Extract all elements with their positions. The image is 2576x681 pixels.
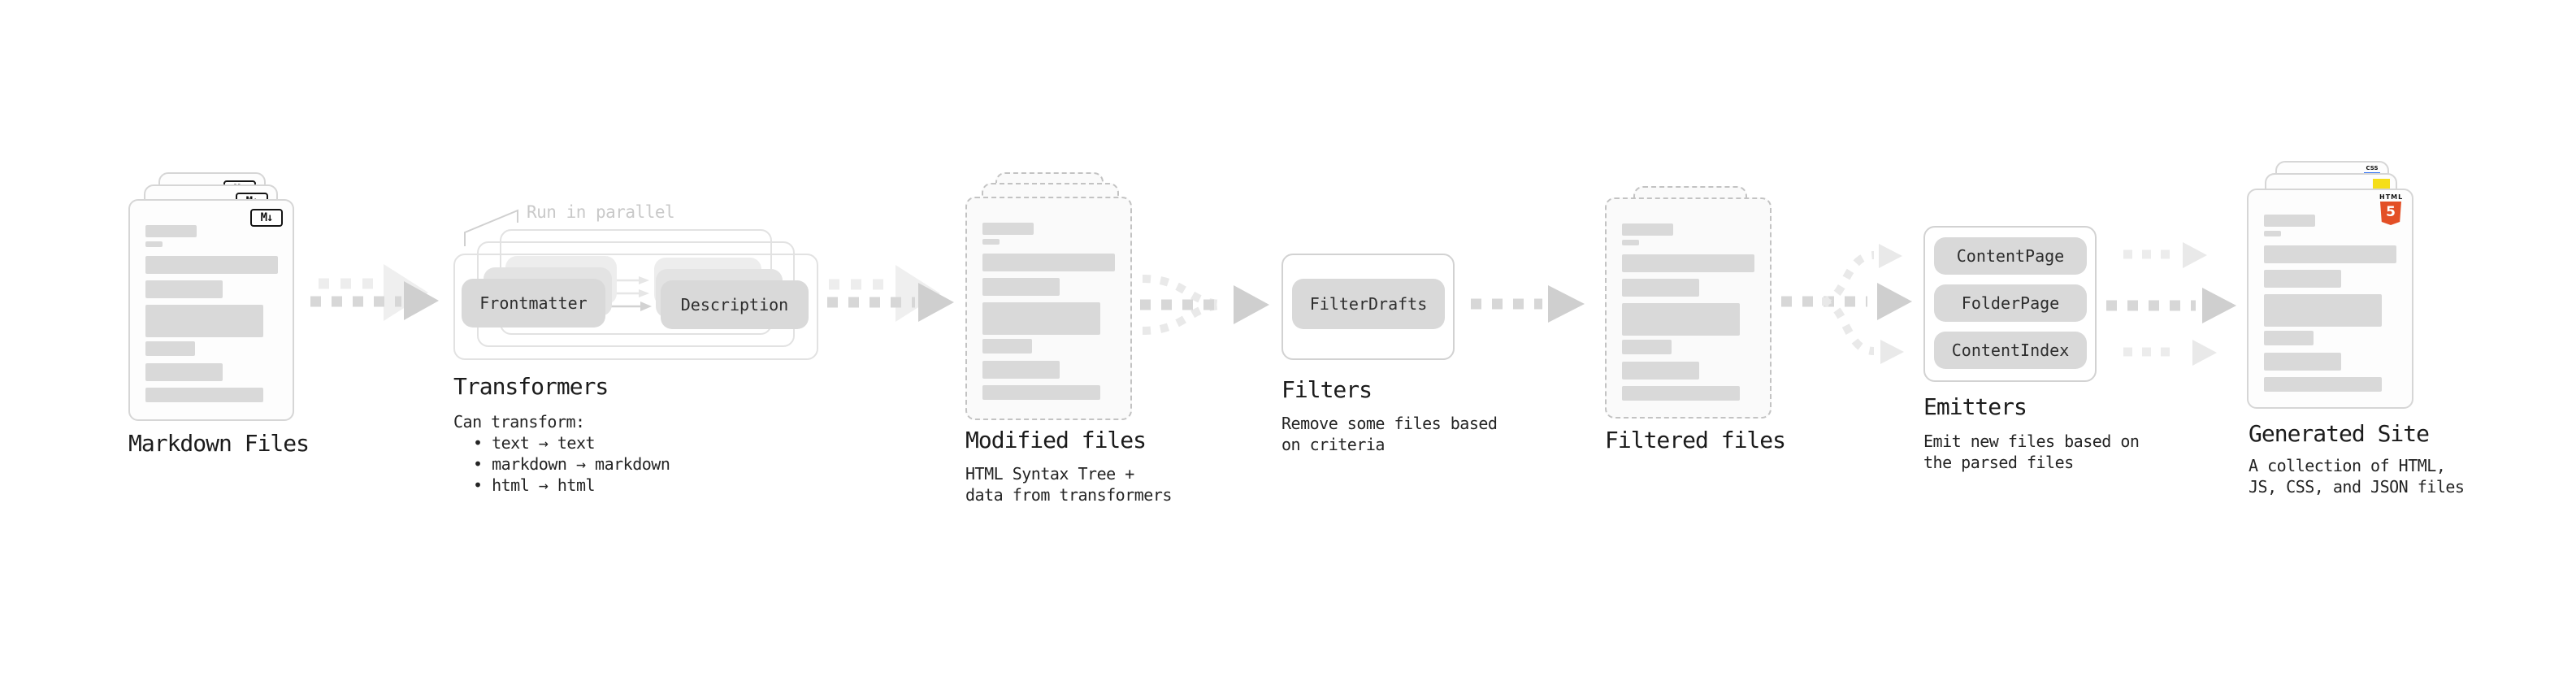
- transformers-label: Transformers: [453, 373, 609, 400]
- text-placeholder-bar: [982, 254, 1115, 271]
- text-placeholder-bar: [145, 305, 263, 337]
- text-placeholder-bar: [145, 256, 278, 274]
- text-placeholder-bar: [2264, 215, 2315, 227]
- text-placeholder-bar: [145, 341, 195, 356]
- text-placeholder-bar: [145, 388, 263, 402]
- html5-icon-label: HTML: [2379, 193, 2404, 201]
- text-placeholder-bar: [982, 385, 1100, 400]
- text-placeholder-bar: [2264, 245, 2396, 263]
- description-line: • markdown → markdown: [473, 454, 670, 474]
- text-placeholder-bar: [1622, 340, 1672, 354]
- markdown-file-card-front: M↓: [128, 199, 294, 421]
- text-placeholder-bar: [2264, 294, 2382, 327]
- arrow-filters-to-filtered: [1471, 285, 1585, 323]
- modified-files-description: HTML Syntax Tree + data from transformer…: [965, 463, 1172, 505]
- description-line: data from transformers: [965, 485, 1172, 505]
- modified-file-card-front: [965, 197, 1132, 420]
- text-placeholder-bar: [1622, 279, 1699, 297]
- markdown-icon: M↓: [250, 209, 283, 227]
- text-placeholder-bar: [1622, 223, 1673, 236]
- text-placeholder-bar: [982, 302, 1100, 335]
- description-pill: Description: [661, 280, 809, 329]
- text-placeholder-bar: [2264, 353, 2341, 371]
- description-line: Can transform:: [453, 412, 585, 432]
- description-line: Remove some files based: [1281, 414, 1498, 433]
- modified-files-label: Modified files: [965, 427, 1147, 453]
- text-placeholder-bar: [982, 361, 1060, 379]
- css-icon-label: CSS: [2366, 165, 2379, 171]
- filterdrafts-pill: FilterDrafts: [1292, 279, 1445, 329]
- arrow-markdown-to-transformers: [310, 264, 439, 321]
- js-file-icon: [2373, 179, 2390, 189]
- description-line: • html → html: [473, 475, 596, 495]
- text-placeholder-bar: [2264, 377, 2382, 392]
- text-placeholder-bar: [982, 239, 1000, 245]
- arrow-transformers-to-modified: [827, 265, 954, 322]
- frontmatter-pill: Frontmatter: [462, 279, 605, 327]
- html5-file-icon: HTML 5: [2379, 193, 2402, 225]
- folderpage-pill: FolderPage: [1934, 284, 2087, 322]
- contentpage-pill: ContentPage: [1934, 237, 2087, 275]
- description-line: the parsed files: [1923, 453, 2074, 472]
- filtered-files-label: Filtered files: [1605, 427, 1786, 453]
- text-placeholder-bar: [1622, 240, 1639, 245]
- description-line: JS, CSS, and JSON files: [2249, 477, 2465, 497]
- text-placeholder-bar: [145, 280, 223, 298]
- description-line: Emit new files based on: [1923, 432, 2140, 451]
- description-line: on criteria: [1281, 435, 1385, 454]
- contentindex-pill: ContentIndex: [1934, 332, 2087, 369]
- text-placeholder-bar: [145, 363, 223, 381]
- transformer-box-front: [453, 254, 818, 360]
- generated-file-card-front: HTML 5: [2247, 189, 2413, 409]
- text-placeholder-bar: [1622, 303, 1740, 336]
- generated-site-description: A collection of HTML, JS, CSS, and JSON …: [2249, 455, 2465, 497]
- run-in-parallel-annotation: Run in parallel: [527, 202, 675, 222]
- markdown-files-label: Markdown Files: [128, 430, 310, 457]
- description-line: A collection of HTML,: [2249, 456, 2446, 475]
- text-placeholder-bar: [1622, 386, 1740, 401]
- filters-description: Remove some files based on criteria: [1281, 413, 1498, 455]
- text-placeholder-bar: [2264, 331, 2314, 345]
- text-placeholder-bar: [982, 278, 1060, 296]
- text-placeholder-bar: [2264, 270, 2341, 288]
- text-placeholder-bar: [1622, 254, 1754, 272]
- text-placeholder-bar: [2264, 231, 2281, 236]
- description-line: HTML Syntax Tree +: [965, 464, 1134, 484]
- emitters-description: Emit new files based on the parsed files: [1923, 431, 2140, 473]
- text-placeholder-bar: [1622, 362, 1699, 380]
- emitters-label: Emitters: [1923, 393, 2027, 420]
- generated-site-label: Generated Site: [2249, 420, 2430, 447]
- html5-icon-shield: 5: [2380, 202, 2401, 225]
- arrow-filtered-to-emitters-fanout: [1781, 244, 1912, 364]
- filtered-file-card-front: [1605, 197, 1772, 419]
- text-placeholder-bar: [982, 339, 1032, 354]
- filters-label: Filters: [1281, 376, 1373, 403]
- text-placeholder-bar: [982, 223, 1034, 235]
- transformers-description: Can transform: • text → text • markdown …: [453, 411, 670, 496]
- description-line: • text → text: [473, 433, 596, 453]
- text-placeholder-bar: [145, 241, 163, 247]
- arrow-emitters-to-generated: [2106, 242, 2236, 366]
- arrow-modified-to-filters-converge: [1140, 275, 1269, 335]
- text-placeholder-bar: [145, 225, 197, 237]
